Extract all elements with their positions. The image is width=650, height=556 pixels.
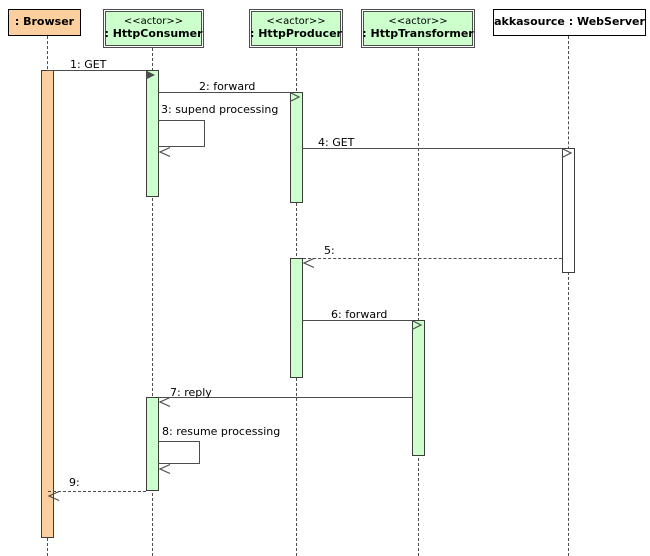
message-label-2: 2: forward <box>199 80 256 93</box>
lifeline-line-web-server <box>568 36 569 556</box>
lifeline-head-browser[interactable]: : Browser <box>8 9 81 36</box>
activation-bar-http-transformer-1[interactable] <box>412 320 425 456</box>
lifeline-head-http-producer-stereotype: <<actor>> <box>266 15 326 27</box>
message-label-8: 8: resume processing <box>162 425 281 438</box>
lifeline-line-http-transformer <box>418 48 419 556</box>
message-self-loop-8[interactable] <box>158 441 200 464</box>
lifeline-head-web-server-name: akkasource : WebServer <box>494 15 645 29</box>
activation-bar-web-server-1[interactable] <box>562 148 575 273</box>
lifeline-head-web-server[interactable]: akkasource : WebServer <box>493 9 646 36</box>
message-label-7: 7: reply <box>170 386 212 399</box>
lifeline-line-http-consumer <box>152 48 153 556</box>
activation-bar-http-producer-2[interactable] <box>290 258 303 378</box>
message-label-5: 5: <box>324 244 335 257</box>
message-line-2[interactable] <box>158 92 290 93</box>
message-line-6[interactable] <box>302 320 412 321</box>
message-line-5[interactable] <box>303 258 562 259</box>
lifeline-head-browser-name: : Browser <box>14 15 75 29</box>
message-label-6: 6: forward <box>331 308 388 321</box>
message-self-loop-3[interactable] <box>158 120 205 147</box>
message-label-3: 3: supend processing <box>161 103 279 116</box>
activation-bar-http-producer-1[interactable] <box>290 92 303 203</box>
lifeline-head-http-transformer-stereotype: <<actor>> <box>388 15 448 27</box>
activation-bar-browser[interactable] <box>41 70 54 538</box>
lifeline-head-http-producer[interactable]: <<actor>> : HttpProducer <box>249 9 343 48</box>
message-line-7[interactable] <box>159 397 412 398</box>
activation-bar-http-consumer-1[interactable] <box>146 70 159 197</box>
message-label-4: 4: GET <box>318 136 355 149</box>
lifeline-head-http-consumer-name: : HttpConsumer <box>104 27 203 41</box>
lifeline-head-http-transformer[interactable]: <<actor>> : HttpTransformer <box>361 9 475 48</box>
activation-bar-http-consumer-2[interactable] <box>146 397 159 491</box>
message-line-1[interactable] <box>47 70 146 71</box>
lifeline-head-http-producer-name: : HttpProducer <box>250 27 342 41</box>
message-label-1: 1: GET <box>70 58 107 71</box>
message-line-9[interactable] <box>48 491 146 492</box>
lifeline-head-http-consumer-stereotype: <<actor>> <box>123 15 184 27</box>
lifeline-head-http-consumer[interactable]: <<actor>> : HttpConsumer <box>103 9 204 48</box>
message-label-9: 9: <box>69 476 80 489</box>
message-line-4[interactable] <box>302 148 562 149</box>
lifeline-head-http-transformer-name: : HttpTransformer <box>362 27 474 41</box>
